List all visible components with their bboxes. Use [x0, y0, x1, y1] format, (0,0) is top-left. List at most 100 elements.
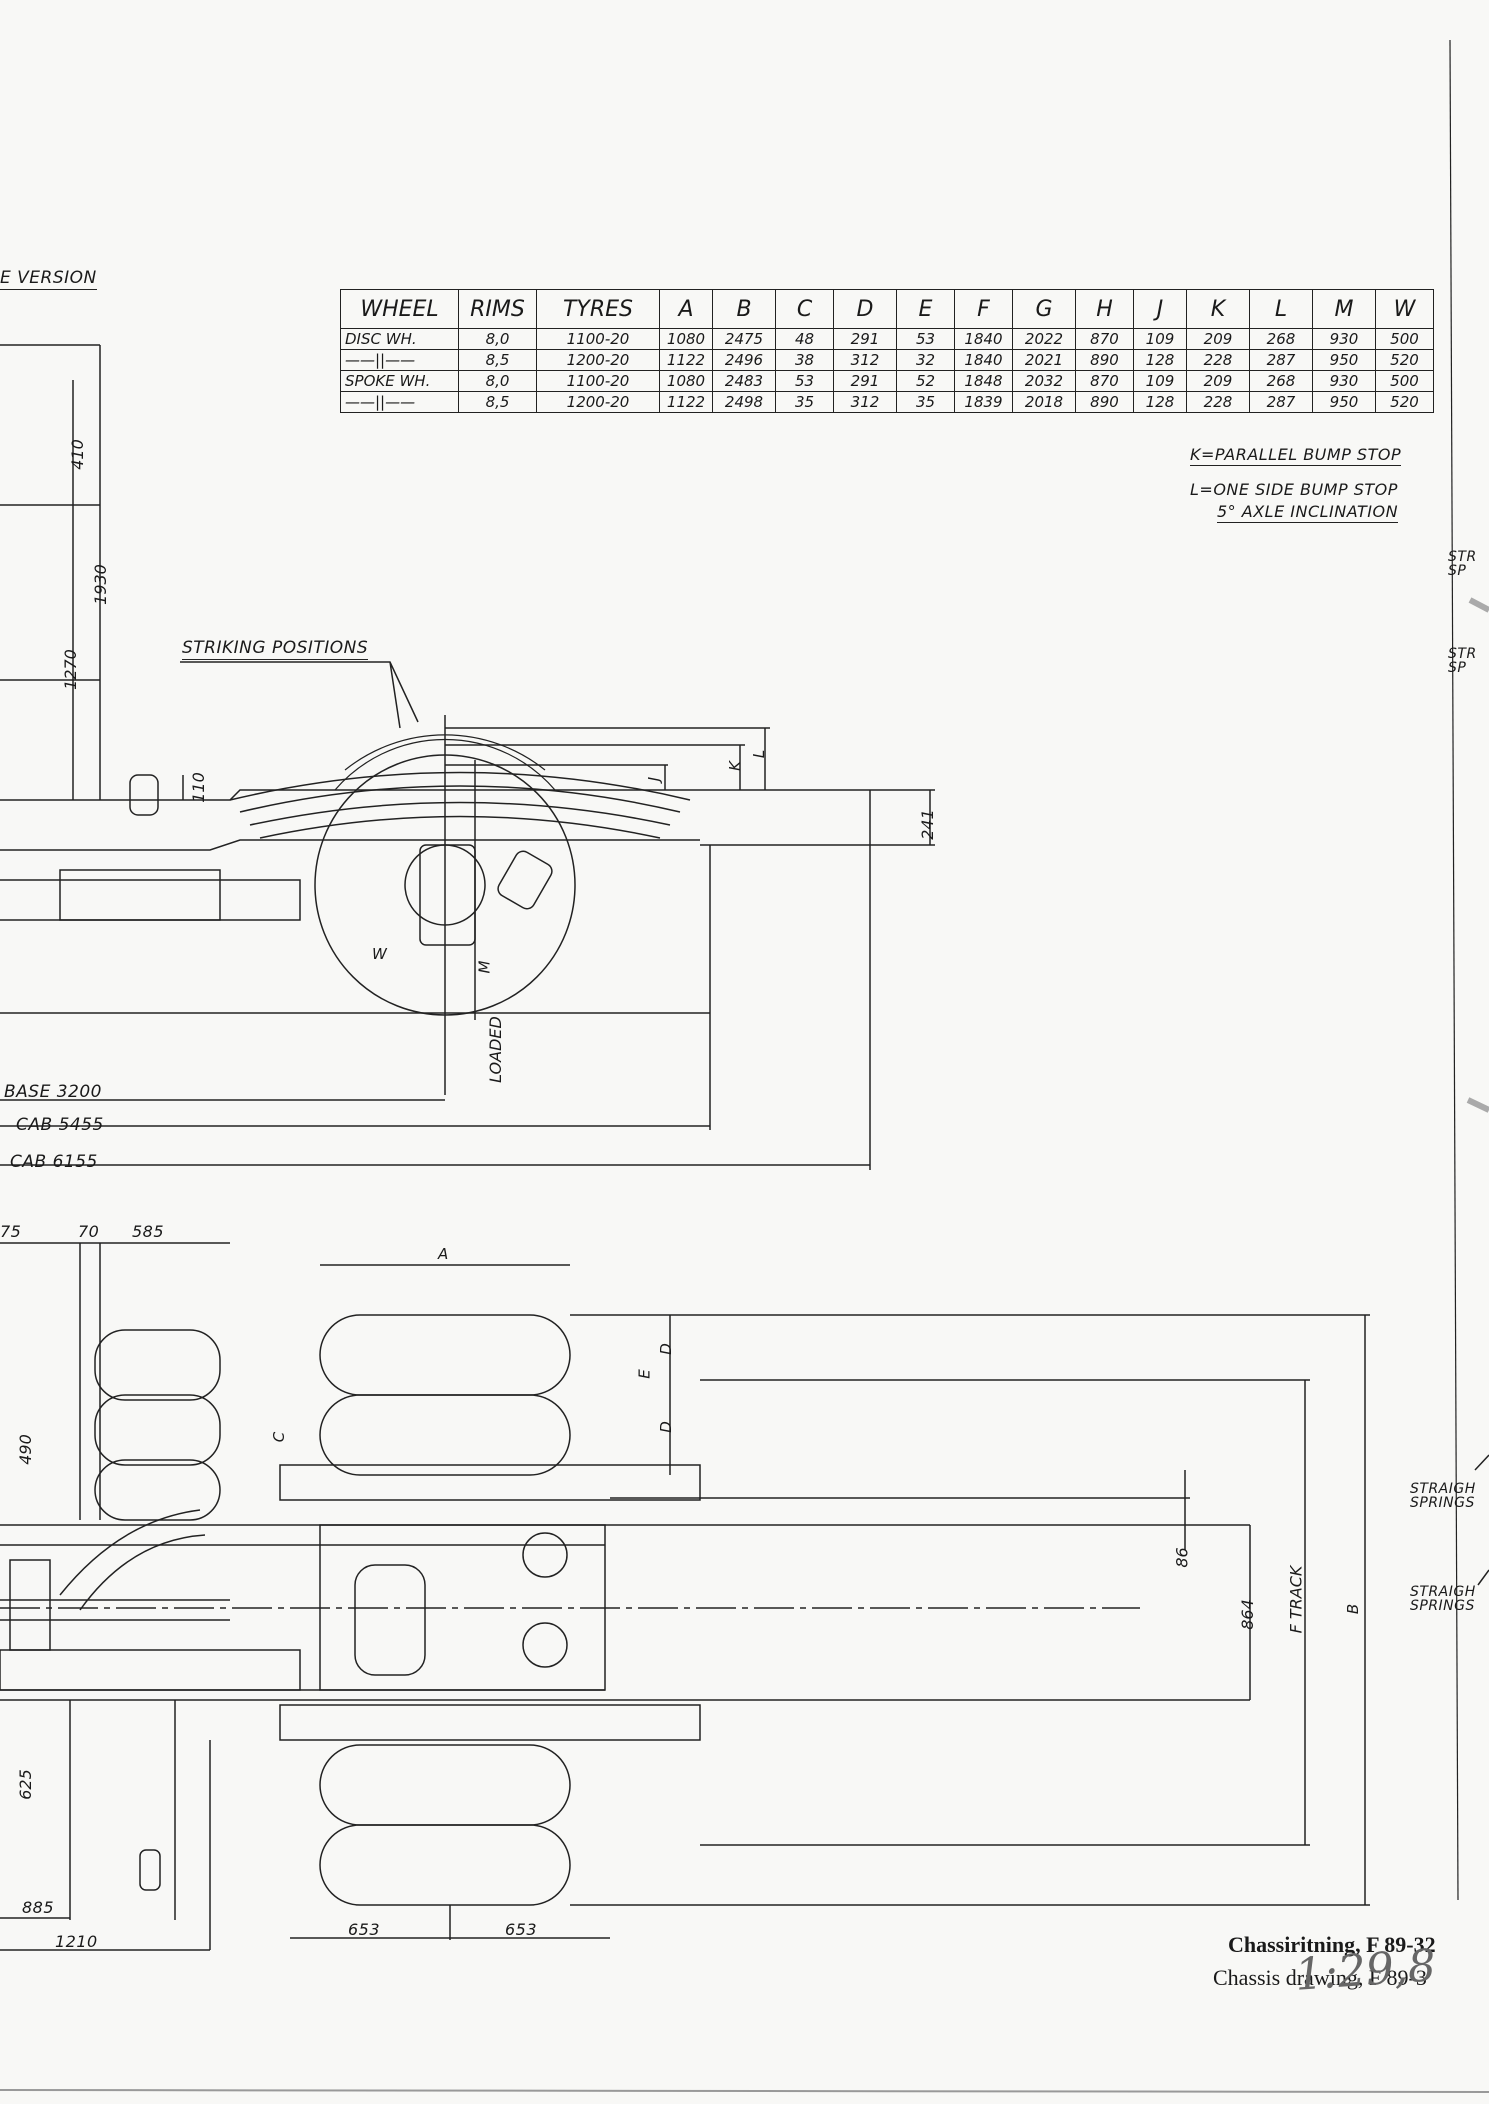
col-k: K [1186, 289, 1250, 329]
table-cell: 500 [1375, 328, 1434, 350]
col-j: J [1133, 289, 1187, 329]
letter-w: W [372, 945, 388, 963]
col-f: F [954, 289, 1013, 329]
table-cell: ——||—— [340, 349, 459, 371]
col-d: D [833, 289, 897, 329]
col-tyres: TYRES [536, 289, 660, 329]
table-cell: 38 [775, 349, 834, 371]
table-cell: 268 [1249, 370, 1313, 392]
table-cell: 1200-20 [536, 349, 660, 371]
table-cell: 870 [1075, 370, 1134, 392]
table-cell: 287 [1249, 391, 1313, 413]
caption-swedish: Chassiritning, F 89-32 [1228, 1932, 1436, 1957]
table-cell: 287 [1249, 349, 1313, 371]
table-cell: 1122 [659, 391, 713, 413]
spr-text-2: SP [1448, 660, 1467, 676]
dim-1270: 1270 [60, 649, 80, 690]
loaded-label: LOADED [485, 1016, 505, 1083]
striking-positions-label: STRIKING POSITIONS [182, 638, 369, 660]
table-cell: 32 [896, 349, 955, 371]
table-cell: 312 [833, 391, 897, 413]
col-e: E [896, 289, 955, 329]
col-a: A [659, 289, 713, 329]
table-cell: 53 [896, 328, 955, 350]
table-cell: DISC WH. [340, 328, 459, 350]
table-cell: 2496 [712, 349, 776, 371]
table-cell: 520 [1375, 349, 1434, 371]
letter-a: A [438, 1245, 449, 1263]
k-parallel-label: K=PARALLEL BUMP STOP [1190, 445, 1402, 466]
table-cell: 2032 [1012, 370, 1076, 392]
table-cell: 2483 [712, 370, 776, 392]
letter-d-bottom: D [656, 1421, 675, 1433]
table-cell: 109 [1133, 370, 1187, 392]
table-cell: 2475 [712, 328, 776, 350]
table-cell: 1840 [954, 328, 1013, 350]
axle-inclination-label: 5° AXLE INCLINATION [1217, 502, 1399, 523]
table-cell: 950 [1312, 391, 1376, 413]
letter-c: C [270, 1431, 289, 1443]
table-cell: 500 [1375, 370, 1434, 392]
table-cell: SPOKE WH. [340, 370, 459, 392]
dim-410: 410 [67, 439, 87, 470]
letter-j: J [645, 776, 664, 782]
table-cell: 228 [1186, 391, 1250, 413]
table-cell: 950 [1312, 349, 1376, 371]
table-cell: 2018 [1012, 391, 1076, 413]
letter-b: B [1344, 1603, 1363, 1615]
table-cell: 1839 [954, 391, 1013, 413]
col-rims: RIMS [458, 289, 537, 329]
table-cell: 2498 [712, 391, 776, 413]
dim-70: 70 [78, 1222, 100, 1241]
table-cell: 870 [1075, 328, 1134, 350]
track-label: F TRACK [1286, 1565, 1306, 1634]
table-cell: 8,0 [458, 328, 537, 350]
dim-885: 885 [22, 1898, 55, 1917]
table-cell: ——||—— [340, 391, 459, 413]
dim-75: 75 [0, 1222, 22, 1241]
dim-86: 86 [1172, 1547, 1192, 1568]
table-cell: 52 [896, 370, 955, 392]
str-text-1: STR [1448, 549, 1477, 565]
col-c: C [775, 289, 834, 329]
cab-length-label-1: CAB 5455 [16, 1115, 104, 1135]
table-cell: 8,0 [458, 370, 537, 392]
table-cell: 128 [1133, 349, 1187, 371]
table-cell: 8,5 [458, 349, 537, 371]
table-cell: 53 [775, 370, 834, 392]
straight-text-1: STRAIGH [1410, 1481, 1476, 1497]
table-cell: 890 [1075, 349, 1134, 371]
col-w: W [1375, 289, 1434, 329]
table-cell: 128 [1133, 391, 1187, 413]
cab-length-label-2: CAB 6155 [10, 1152, 98, 1172]
letter-d-top: D [656, 1343, 675, 1355]
table-cell: 1080 [659, 328, 713, 350]
table-cell: 930 [1312, 328, 1376, 350]
table-cell: 1200-20 [536, 391, 660, 413]
table-cell: 209 [1186, 328, 1250, 350]
table-cell: 291 [833, 328, 897, 350]
spr-text-1: SP [1448, 563, 1467, 579]
table-cell: 209 [1186, 370, 1250, 392]
straight-text-2: STRAIGH [1410, 1584, 1476, 1600]
dim-653-right: 653 [505, 1920, 538, 1939]
col-b: B [712, 289, 776, 329]
caption-english: Chassis drawing, F 89-3 [1213, 1965, 1427, 1990]
letter-e: E [635, 1369, 654, 1379]
dim-625: 625 [15, 1769, 35, 1800]
table-header-row: WHEEL RIMS TYRES A B C D E F G H J K L M… [340, 289, 1434, 329]
wheel-spec-table: WHEEL RIMS TYRES A B C D E F G H J K L M… [340, 289, 1434, 413]
dim-110: 110 [188, 772, 208, 803]
table-cell: 520 [1375, 391, 1434, 413]
col-l: L [1249, 289, 1313, 329]
col-m: M [1312, 289, 1376, 329]
table-cell: 291 [833, 370, 897, 392]
table-cell: 2022 [1012, 328, 1076, 350]
letter-k: K [725, 761, 744, 771]
table-cell: 109 [1133, 328, 1187, 350]
table-cell: 1100-20 [536, 370, 660, 392]
